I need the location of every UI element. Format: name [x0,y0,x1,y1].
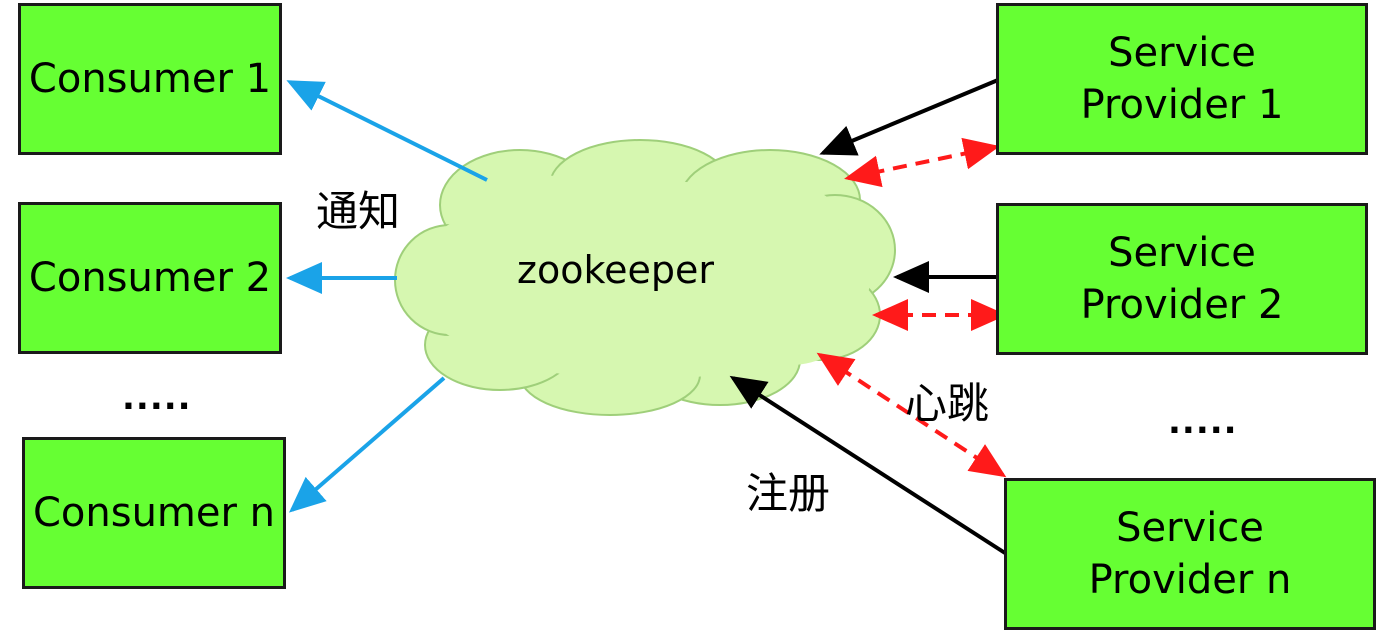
consumer-2-label: Consumer 2 [28,255,272,301]
heartbeat-label: 心跳 [905,379,990,428]
providers-ellipsis: ..... [1168,402,1238,442]
provider-n-box: Service Provider n [1004,478,1376,630]
provider-1-line2: Provider 1 [1080,82,1284,128]
consumer-n-label: Consumer n [32,490,276,536]
consumers-ellipsis: ..... [122,378,192,418]
zookeeper-cloud [394,139,896,416]
provider-n-line2: Provider n [1088,557,1292,603]
notify-arrow-consumer-1 [286,80,488,182]
consumer-n-box: Consumer n [22,437,286,589]
consumer-2-box: Consumer 2 [18,202,282,354]
register-arrow-provider-1 [819,78,999,156]
provider-n-line1: Service [1116,505,1264,551]
provider-2-line2: Provider 2 [1080,282,1284,328]
notify-label: 通知 [316,187,401,236]
provider-1-box: Service Provider 1 [996,3,1368,155]
heartbeat-arrow-provider-n [816,352,1007,478]
provider-2-box: Service Provider 2 [996,203,1368,355]
consumer-1-box: Consumer 1 [18,3,282,155]
notify-arrow-consumer-n [288,376,446,513]
zookeeper-label: zookeeper [517,248,714,292]
provider-2-line1: Service [1108,230,1256,276]
provider-1-line1: Service [1108,30,1256,76]
consumer-1-label: Consumer 1 [28,56,272,102]
register-label: 注册 [746,469,831,518]
heartbeat-arrow-provider-1 [844,137,1000,188]
